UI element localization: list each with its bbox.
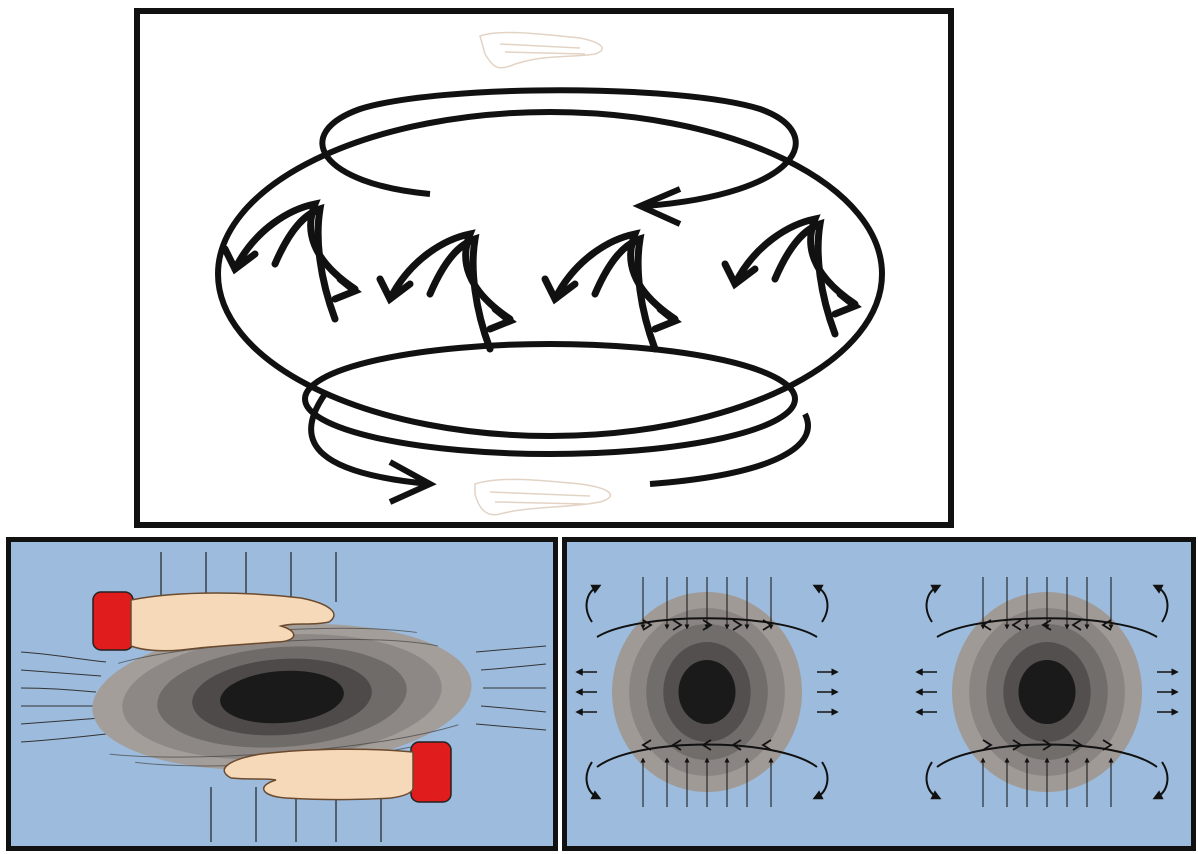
two-spheres-panel — [562, 537, 1196, 851]
swirl-arrow — [1157, 762, 1167, 797]
swirl-arrow — [927, 762, 937, 797]
top-hand-sketch-icon — [480, 32, 602, 67]
sphere-2 — [919, 577, 1175, 807]
outer-torus-ellipse — [218, 112, 882, 436]
bottom-hand-sketch-icon — [475, 479, 610, 514]
swirl-arrow — [587, 587, 597, 622]
wave-arrow-3 — [545, 234, 675, 349]
vortex-loops-svg — [140, 14, 948, 522]
wave-arrow-1 — [225, 204, 355, 319]
sphere-1 — [579, 577, 835, 807]
swirl-arrow — [817, 587, 827, 622]
two-spheres-svg — [567, 542, 1191, 846]
wave-arrow-2 — [380, 234, 510, 349]
swirl-arrow — [817, 762, 827, 797]
swirl-arrow — [1157, 587, 1167, 622]
hands-disk-svg — [11, 542, 553, 846]
top-diagram-panel — [134, 8, 954, 528]
swirl-arrow — [927, 587, 937, 622]
top-ring-arrow — [322, 90, 795, 206]
wave-arrow-4 — [725, 219, 855, 334]
swirl-arrow — [587, 762, 597, 797]
hands-disk-panel — [6, 537, 558, 851]
